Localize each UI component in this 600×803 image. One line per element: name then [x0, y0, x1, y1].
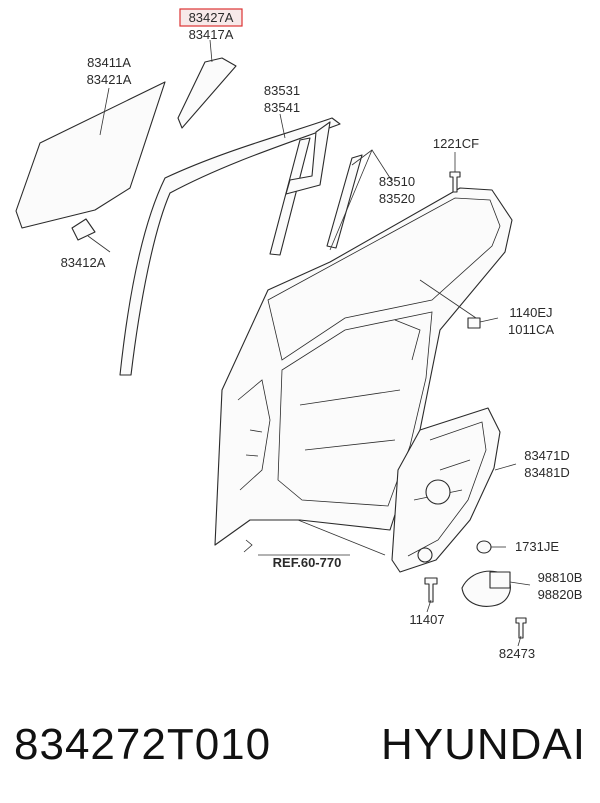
label-1731JE: 1731JE	[515, 539, 559, 554]
leader-83412A	[87, 235, 111, 253]
label-98810B: 98810B	[538, 570, 583, 585]
exploded-parts-diagram: 83427A 83417A 83411A 83421A 83412A 83531…	[15, 8, 583, 661]
bolt-1221CF	[449, 171, 461, 193]
label-83481D: 83481D	[524, 465, 570, 480]
center-run-channel	[269, 137, 311, 256]
brand-name: HYUNDAI	[380, 720, 586, 769]
label-83427A: 83427A	[189, 10, 234, 25]
leader-11407	[426, 599, 432, 613]
label-83520: 83520	[379, 191, 415, 206]
label-11407: 11407	[409, 612, 444, 627]
label-1221CF: 1221CF	[433, 136, 479, 151]
grommet	[476, 540, 492, 554]
screw-82473	[515, 617, 527, 639]
door-inner-panel	[214, 187, 513, 546]
bolt-1140EJ	[467, 317, 481, 329]
label-83411A: 83411A	[87, 55, 131, 70]
leader-83471D	[494, 463, 517, 471]
leader-83417A	[209, 39, 213, 63]
label-83471D: 83471D	[524, 448, 570, 463]
label-98820B: 98820B	[538, 587, 583, 602]
label-83531: 83531	[264, 83, 300, 98]
door-panel-opening	[277, 311, 433, 507]
label-83541: 83541	[264, 100, 300, 115]
label-82473: 82473	[499, 646, 535, 661]
label-83417A: 83417A	[189, 27, 234, 42]
door-glass	[15, 81, 166, 229]
label-1011CA: 1011CA	[508, 322, 554, 337]
leader-98810B	[509, 581, 531, 586]
ref-arrow-icon	[243, 539, 253, 553]
quarter-glass	[177, 57, 237, 129]
motor-connector	[489, 571, 511, 589]
regulator-drum	[425, 479, 451, 505]
door-window-frame	[267, 197, 501, 361]
bolt-11407	[424, 577, 438, 603]
regulator-pulley	[417, 547, 433, 563]
door-panel-detail	[237, 319, 421, 491]
rear-channel	[326, 154, 363, 249]
label-83412A: 83412A	[61, 255, 106, 270]
door-weatherstrip	[119, 117, 341, 376]
label-83421A: 83421A	[87, 72, 132, 87]
label-1140EJ: 1140EJ	[509, 305, 552, 320]
footer-caption: 834272T010 HYUNDAI	[0, 700, 600, 790]
label-ref: REF.60-770	[273, 555, 342, 570]
glass-clip	[71, 218, 96, 241]
part-number: 834272T010	[14, 720, 272, 769]
leader-83531	[279, 113, 286, 139]
leader-83411A	[99, 87, 110, 136]
leader-1140EJ	[479, 317, 499, 323]
label-83510: 83510	[379, 174, 415, 189]
leader-1140EJ-b	[419, 279, 477, 319]
highlight-box	[179, 8, 243, 27]
leader-83510b	[329, 149, 373, 251]
leader-ref	[297, 519, 386, 556]
quarter-sash	[285, 121, 331, 195]
leader-82473	[517, 635, 522, 647]
